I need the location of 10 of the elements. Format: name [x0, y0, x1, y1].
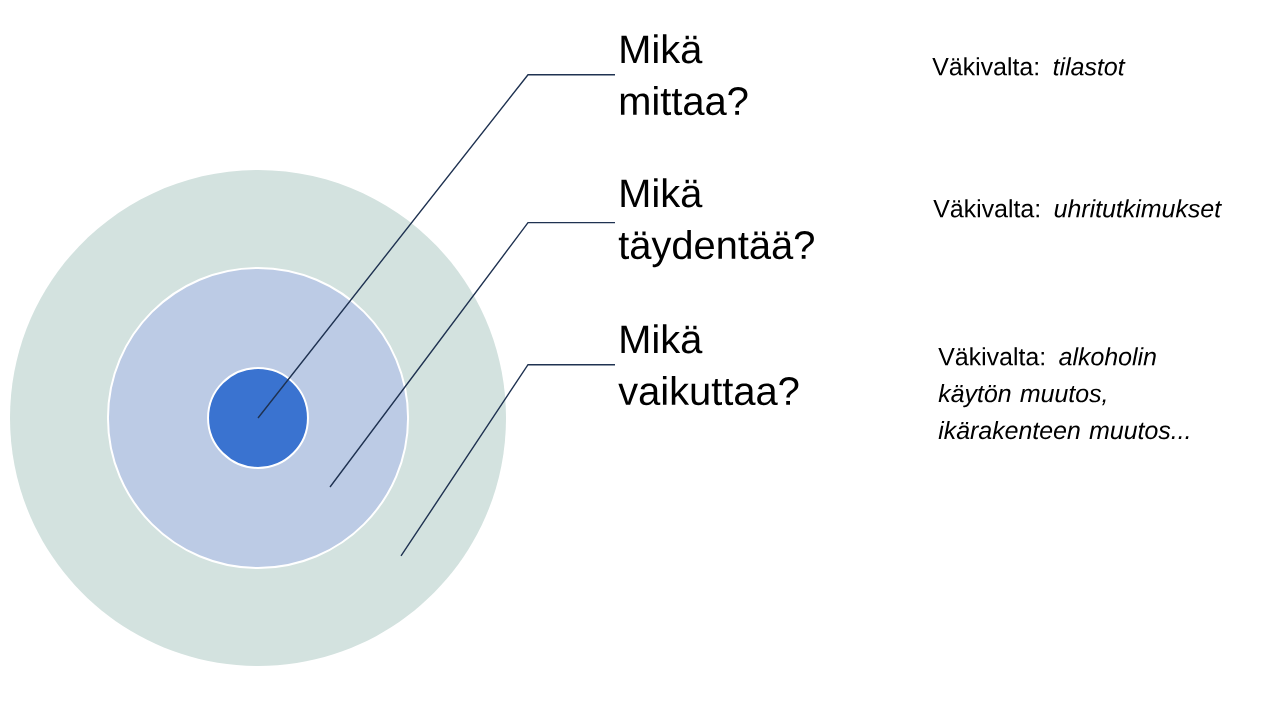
leader-line [400, 364, 616, 557]
question-text: Mikä täydentää? [618, 178, 814, 268]
note-text: Väkivalta: tilastot [932, 57, 1126, 76]
note-text: Väkivalta: alkoholin käytön muutos, ikärakenteen muutos... [938, 347, 1189, 440]
note-text: Väkivalta: uhritutkimukset [933, 199, 1222, 218]
question-text: Mikä vaikuttaa? [618, 324, 799, 406]
leader-line [329, 221, 616, 488]
question-text: Mikä mittaa? [620, 34, 748, 116]
center-circle [207, 367, 309, 469]
leader-line [257, 74, 616, 419]
